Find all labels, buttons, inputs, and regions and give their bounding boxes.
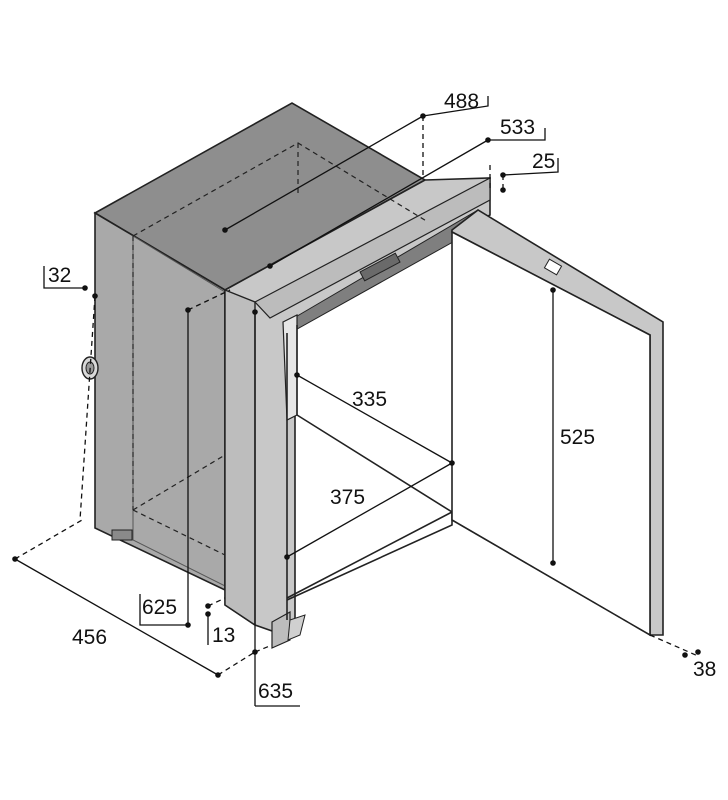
dim-488-dot-a	[222, 227, 228, 233]
dim-625-dot-b	[185, 622, 191, 628]
dim-375-label: 375	[330, 486, 365, 509]
dim-456-ext-b	[217, 651, 256, 676]
dim-38-label: 38	[693, 658, 716, 681]
dim-32-dot-a	[82, 285, 88, 291]
dim-525-dot-b	[550, 560, 556, 566]
dim-456-line	[14, 558, 219, 676]
dim-13-label: 13	[212, 624, 235, 647]
door-handle	[543, 258, 563, 276]
dim-625-label: 625	[142, 596, 177, 619]
dim-533-dot-a	[267, 263, 273, 269]
dim-533-line	[269, 139, 489, 267]
front-frame-top-rail	[254, 177, 491, 319]
dim-488-line	[224, 115, 424, 231]
dim-635-label: 635	[258, 680, 293, 703]
dim-456-dot-b	[215, 672, 221, 678]
dim-25-dot-a	[500, 172, 506, 178]
dim-456-dot-a	[12, 556, 18, 562]
dim-488-label: 488	[444, 90, 479, 113]
dim-25-leader	[502, 158, 559, 176]
dim-335-label: 335	[352, 388, 387, 411]
cabinet-foot-left	[111, 529, 133, 541]
dim-525-label: 525	[560, 426, 595, 449]
dim-375-line	[286, 462, 453, 558]
dim-635-dot-a	[252, 309, 258, 315]
dim-32-leader	[43, 266, 85, 289]
dim-25-label: 25	[532, 150, 555, 173]
front-frame-bottom-rail	[271, 610, 291, 649]
dim-533-dot-b	[485, 137, 491, 143]
dim-32-label: 32	[48, 264, 71, 287]
dim-25-dot-b	[500, 187, 506, 193]
dim-32-ext	[79, 295, 96, 521]
dim-13-ext	[207, 597, 226, 607]
dim-38-dot-b	[695, 649, 701, 655]
top-latch	[359, 252, 401, 282]
dim-625-ext-top	[187, 289, 231, 311]
dim-456-ext-a	[14, 519, 83, 560]
inner-front-edge	[286, 511, 453, 599]
dim-375-dot-a	[284, 554, 290, 560]
front-frame-left-post	[224, 288, 256, 627]
dim-38-ext	[649, 634, 699, 657]
dim-488-dot-b	[420, 113, 426, 119]
dim-335-line	[296, 374, 453, 464]
dim-32-dot-b	[92, 293, 98, 299]
dim-625-leader	[139, 594, 188, 626]
hidden-bottom-edge	[132, 509, 226, 556]
bottom-hinge	[287, 614, 306, 641]
dim-533-leader	[488, 128, 546, 141]
dim-13-dot-b	[205, 611, 211, 617]
hidden-door-floor	[451, 519, 651, 636]
dim-335-dot-a	[294, 372, 300, 378]
dim-635-dot-b	[252, 649, 258, 655]
dim-456-label: 456	[72, 626, 107, 649]
dim-38-dot-a	[682, 652, 688, 658]
dim-13-dot-a	[205, 603, 211, 609]
dim-525-dot-a	[550, 287, 556, 293]
dim-635-ext	[254, 644, 273, 653]
dim-533-label: 533	[500, 116, 535, 139]
dim-625-dot-a	[185, 307, 191, 313]
inner-floor	[286, 414, 453, 601]
door-face	[451, 230, 651, 637]
dim-488-leader	[422, 96, 489, 117]
